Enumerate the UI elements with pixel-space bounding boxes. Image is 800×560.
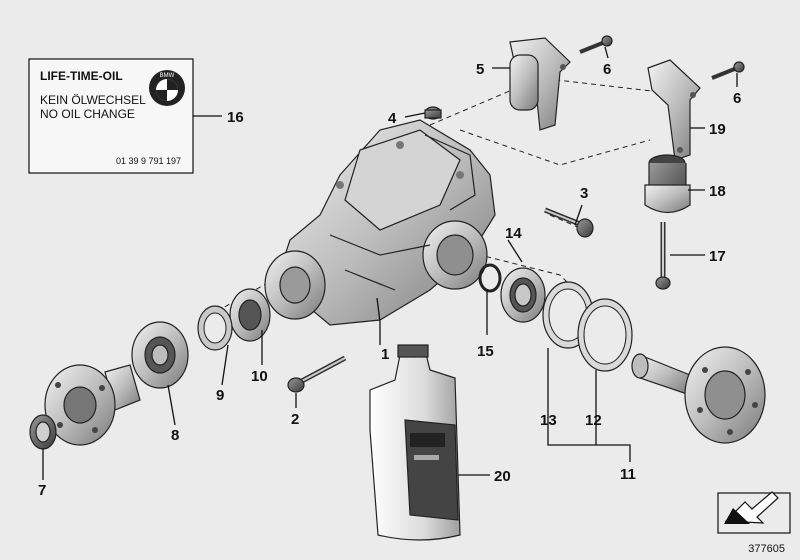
- o-ring-15: [478, 263, 502, 293]
- callout-20: 20: [494, 468, 511, 485]
- callout-18: 18: [709, 183, 726, 200]
- callout-17: 17: [709, 248, 726, 265]
- differential-housing: [264, 119, 496, 326]
- oil-label-card: LIFE-TIME-OIL KEIN ÖLWECHSEL NO OIL CHAN…: [28, 58, 194, 174]
- leader-lines: [42, 46, 738, 480]
- rubber-mount-5: [509, 37, 571, 131]
- label-card-line1: KEIN ÖLWECHSEL: [40, 93, 146, 107]
- callout-6a: 6: [603, 61, 611, 78]
- shaft-seal-14: [500, 267, 546, 323]
- screw-6b: [711, 61, 745, 80]
- callout-13: 13: [540, 412, 557, 429]
- input-flange: [44, 364, 141, 446]
- callout-14: 14: [505, 225, 522, 242]
- callout-9: 9: [216, 387, 224, 404]
- callout-labels: 16 1 2 3 4 5 6 6 7 8 9 10 11 12 13 14 15…: [38, 61, 741, 499]
- o-ring-9: [197, 305, 233, 351]
- callout-7: 7: [38, 482, 46, 499]
- bmw-logo-icon: BMW: [149, 70, 185, 106]
- callout-3: 3: [580, 185, 588, 202]
- callout-8: 8: [171, 427, 179, 444]
- orientation-arrow-box: [717, 491, 791, 534]
- callout-12: 12: [585, 412, 602, 429]
- oil-bottle-20: [369, 344, 461, 541]
- direction-arrow-icon: [724, 491, 779, 524]
- bolt-17: [655, 222, 671, 290]
- callout-10: 10: [251, 368, 268, 385]
- output-flange-11: [631, 346, 766, 444]
- diagram-id: 377605: [748, 543, 785, 555]
- rubber-mount-18: [644, 154, 691, 214]
- label-card-line2: NO OIL CHANGE: [40, 107, 135, 121]
- callout-6b: 6: [733, 90, 741, 107]
- bolt-2: [287, 355, 347, 393]
- bmw-logo-letters: BMW: [160, 73, 175, 79]
- label-card-part-number: 01 39 9 791 197: [116, 156, 181, 166]
- callout-5: 5: [476, 61, 484, 78]
- callout-11: 11: [620, 466, 636, 483]
- callout-16: 16: [227, 109, 244, 126]
- callout-1: 1: [381, 346, 389, 363]
- callout-19: 19: [709, 121, 726, 138]
- bracket-19: [647, 59, 701, 161]
- shim-12: [577, 298, 633, 372]
- screw-6a: [579, 35, 613, 54]
- dust-cover-8: [131, 321, 189, 389]
- label-card-title: LIFE-TIME-OIL: [40, 69, 123, 83]
- seal-10: [229, 288, 271, 342]
- bolt-3: [544, 207, 594, 238]
- plug-4: [424, 106, 442, 120]
- callout-2: 2: [291, 411, 299, 428]
- collar-nut-7: [29, 414, 57, 450]
- callout-4: 4: [388, 110, 397, 127]
- callout-15: 15: [477, 343, 494, 360]
